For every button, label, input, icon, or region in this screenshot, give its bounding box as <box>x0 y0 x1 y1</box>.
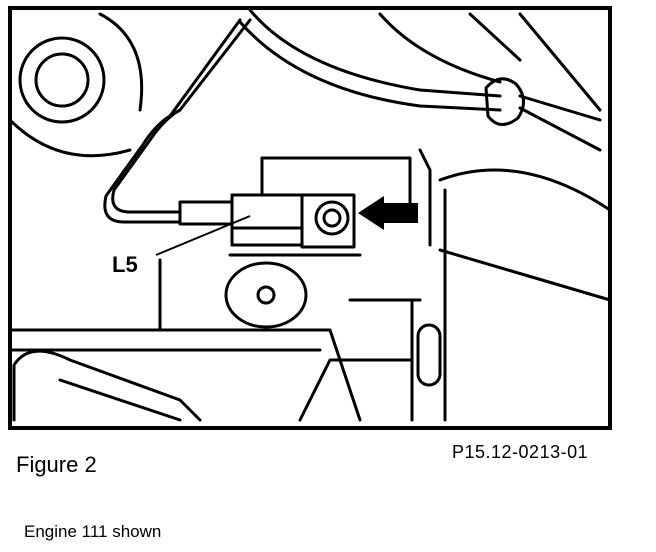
connector-nut <box>300 193 356 249</box>
lower-fitting <box>224 261 308 329</box>
arrow-indicator <box>358 196 418 230</box>
figure-frame <box>8 6 612 430</box>
callout-label: L5 <box>112 252 138 277</box>
figure-note: Engine 111 shown <box>24 522 162 541</box>
figure-title: Figure 2 <box>16 452 97 477</box>
leader-line <box>155 215 251 256</box>
reference-code: P15.12-0213-01 <box>452 442 589 462</box>
round-boss <box>18 36 106 124</box>
bent-line <box>111 18 252 214</box>
clamp <box>484 77 525 126</box>
